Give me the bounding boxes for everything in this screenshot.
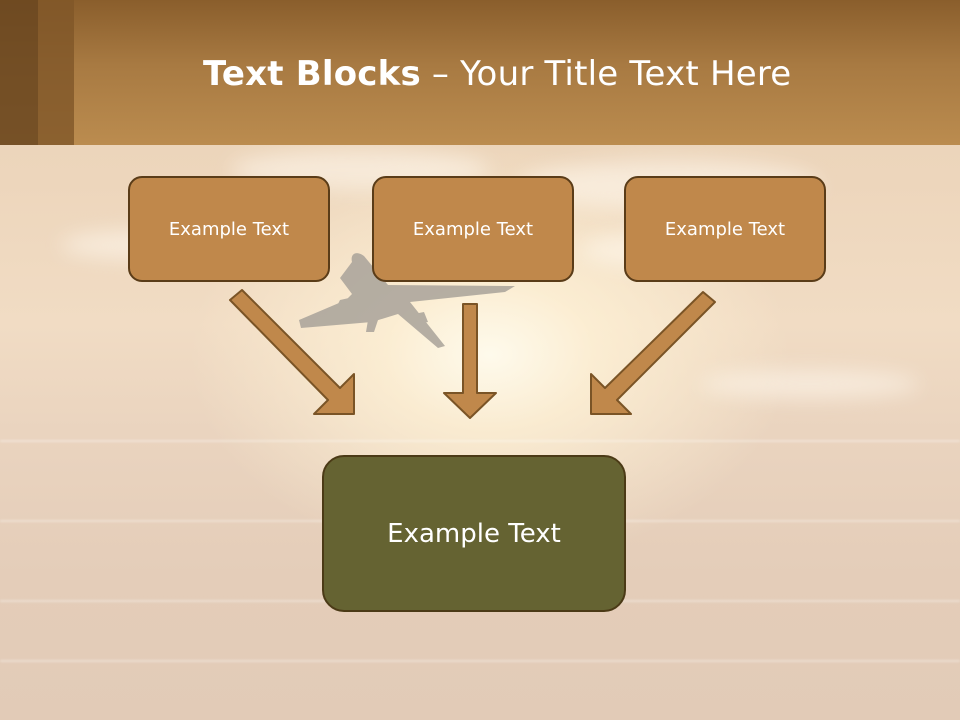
- target-block-label: Example Text: [387, 518, 561, 549]
- text-block-right[interactable]: Example Text: [624, 176, 826, 282]
- title-banner: Text Blocks – Your Title Text Here: [0, 0, 960, 145]
- slide-title: Text Blocks – Your Title Text Here: [203, 54, 791, 94]
- arrow-center: [443, 303, 497, 419]
- text-block-label: Example Text: [412, 218, 534, 240]
- banner-stripe: [0, 0, 38, 145]
- title-bold: Text Blocks: [203, 54, 421, 94]
- text-block-center[interactable]: Example Text: [372, 176, 574, 282]
- water-reflection: [0, 660, 960, 662]
- title-separator: –: [420, 54, 461, 94]
- target-text-block[interactable]: Example Text: [322, 455, 626, 612]
- banner-stripe: [38, 0, 74, 145]
- arrow-right: [590, 291, 716, 415]
- title-rest: Your Title Text Here: [460, 54, 792, 94]
- text-block-label: Example Text: [664, 218, 786, 240]
- text-block-label: Example Text: [168, 218, 290, 240]
- arrow-left: [229, 289, 355, 415]
- water-reflection: [0, 440, 960, 442]
- cloud: [700, 370, 920, 398]
- text-block-left[interactable]: Example Text: [128, 176, 330, 282]
